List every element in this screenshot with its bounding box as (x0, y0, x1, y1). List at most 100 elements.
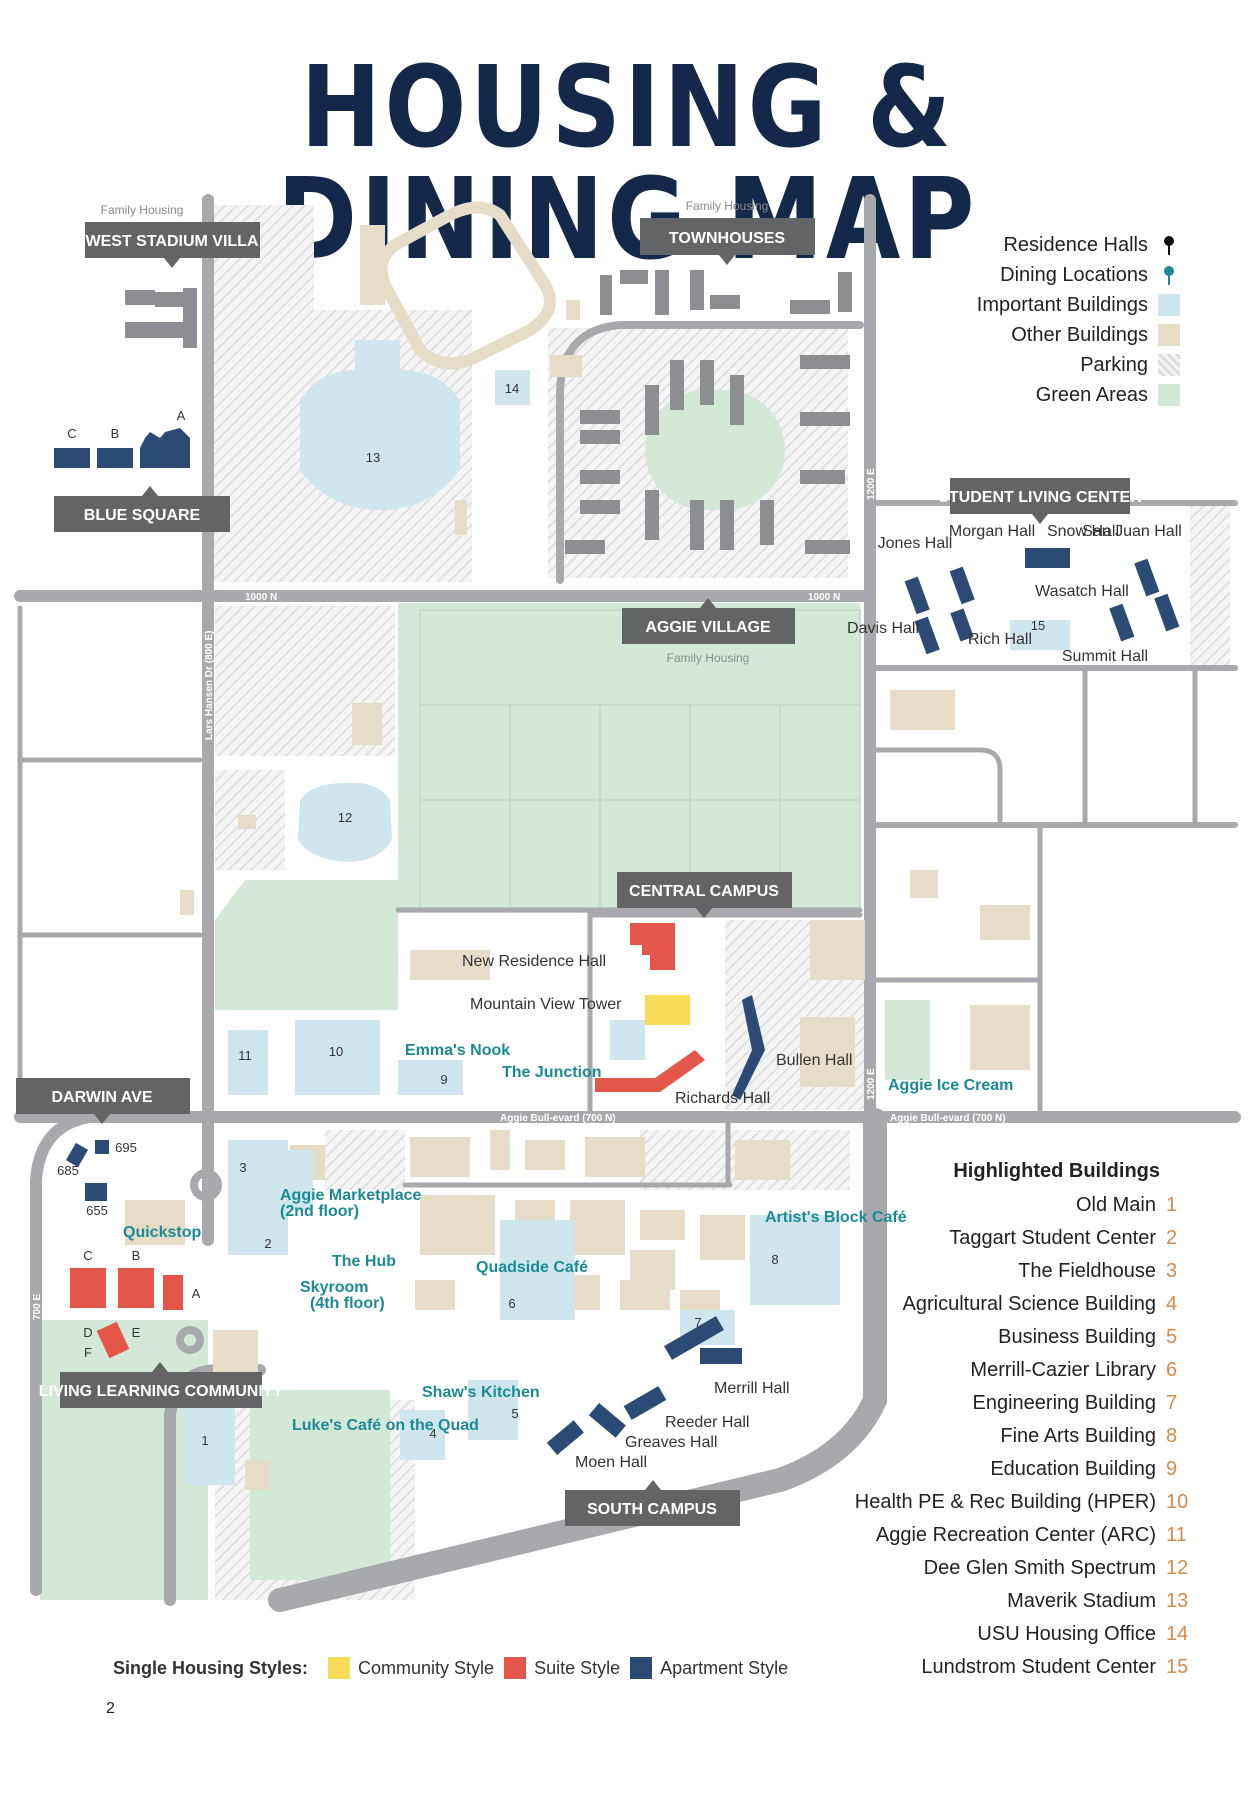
residence-hall-labels: Jones Hall Morgan Hall Snow Hall San Jua… (462, 523, 1182, 1471)
housing-style-label: Suite Style (534, 1657, 621, 1678)
color-swatch (328, 1657, 351, 1679)
family-housing-townhouses-label: Family Housing (686, 199, 769, 213)
label-skyroom-floor: (4th floor) (310, 1295, 385, 1312)
highlighted-building-number: 5 (1166, 1326, 1178, 1348)
building-number-6: 6 (508, 1296, 515, 1311)
family-housing-aggie-village-label: Family Housing (667, 651, 750, 665)
banner-label: WEST STADIUM VILLA (85, 233, 258, 250)
llc-letters: C B A D E F (83, 1248, 200, 1360)
map-pin-icon (1158, 264, 1180, 286)
building-15 (1010, 620, 1070, 650)
label-summit-hall: Summit Hall (1062, 648, 1148, 665)
housing-style-label: Community Style (358, 1657, 495, 1678)
label-quickstop: Quickstop (123, 1224, 201, 1241)
highlighted-building-number: 8 (1166, 1425, 1178, 1447)
housing-style-item: Community Style (328, 1657, 494, 1679)
highlighted-building-row: Dee Glen Smith Spectrum 12 (840, 1552, 1200, 1585)
blue-square-letter-a: A (177, 408, 186, 423)
building-9 (398, 1060, 463, 1095)
banner-student-living-center: STUDENT LIVING CENTER (938, 478, 1142, 524)
blue-square-a (140, 428, 190, 468)
label-emmas-nook: Emma's Nook (405, 1042, 510, 1059)
banner-label: BLUE SQUARE (84, 507, 201, 524)
label-davis-hall: Davis Hall (847, 620, 919, 637)
color-swatch (1158, 294, 1180, 316)
banner-aggie-village: AGGIE VILLAGE (622, 598, 795, 644)
building-11 (228, 1030, 268, 1095)
building-number-15: 15 (1031, 618, 1045, 633)
label-reeder-hall: Reeder Hall (665, 1414, 749, 1431)
highlighted-building-number: 11 (1166, 1524, 1187, 1546)
legend-item: Green Areas (930, 380, 1180, 410)
highlighted-building-name: Aggie Recreation Center (ARC) (875, 1524, 1156, 1546)
highlighted-building-number: 9 (1166, 1458, 1178, 1480)
label-the-hub: The Hub (332, 1253, 396, 1270)
label-shaws-kitchen: Shaw's Kitchen (422, 1384, 540, 1401)
track (375, 201, 556, 370)
label-bullen-hall: Bullen Hall (776, 1052, 852, 1069)
suite-style-buildings (70, 923, 705, 1359)
highlighted-building-number: 6 (1166, 1359, 1178, 1381)
map-pin-icon (1158, 234, 1180, 256)
label-mountain-view-tower: Mountain View Tower (470, 996, 622, 1013)
label-moen-hall: Moen Hall (575, 1454, 647, 1471)
highlighted-building-name: Dee Glen Smith Spectrum (923, 1557, 1156, 1579)
road-labels: 1000 N 1000 N Lars Hansen Dr (800 E) 120… (32, 468, 1006, 1320)
highlighted-building-name: Merrill-Cazier Library (970, 1359, 1156, 1381)
building-8 (750, 1215, 840, 1305)
llc-letter-c: C (83, 1248, 92, 1263)
darwin-number-695: 695 (115, 1140, 137, 1155)
building-10 (295, 1020, 380, 1095)
building-1 (185, 1395, 235, 1485)
building-number-1: 1 (201, 1433, 208, 1448)
west-stadium-villa-buildings (125, 288, 197, 348)
townhouse-buildings (600, 270, 852, 315)
highlighted-building-number: 10 (1166, 1491, 1189, 1513)
llc-letter-d: D (83, 1325, 92, 1340)
aggie-village-buildings (565, 355, 850, 554)
label-the-junction: The Junction (502, 1064, 602, 1081)
legend-item-label: Green Areas (1035, 383, 1148, 406)
llc-letter-a: A (192, 1286, 201, 1301)
green-areas (40, 390, 930, 1600)
housing-style-label: Apartment Style (660, 1657, 789, 1678)
label-artists-block-cafe: Artist's Block Café (765, 1209, 907, 1226)
highlighted-building-number: 4 (1166, 1293, 1178, 1315)
dining-labels: Emma's Nook The Junction Aggie Ice Cream… (123, 1042, 1013, 1434)
label-lukes-cafe: Luke's Café on the Quad (292, 1417, 479, 1434)
family-housing-west-label: Family Housing (101, 203, 184, 217)
banner-blue-square: BLUE SQUARE (54, 486, 230, 532)
legend-item: Other Buildings (930, 320, 1180, 350)
highlighted-building-name: Agricultural Science Building (902, 1293, 1156, 1315)
road-label-aggie-bvd-left: Aggie Bull-evard (700 N) (500, 1113, 616, 1124)
legend-item: Dining Locations (930, 260, 1180, 290)
highlighted-building-number: 12 (1166, 1557, 1189, 1579)
llc-letter-b: B (132, 1248, 141, 1263)
label-richards-hall: Richards Hall (675, 1090, 770, 1107)
richards-hall-building (595, 1050, 705, 1092)
building-number-13: 13 (366, 450, 380, 465)
label-quadside-cafe: Quadside Café (476, 1259, 588, 1276)
highlighted-building-name: Old Main (1075, 1194, 1156, 1216)
label-snow-hall: Snow Hall (1047, 523, 1119, 540)
color-swatch (1158, 384, 1180, 406)
banner-living-learning-community: LIVING LEARNING COMMUNITY (39, 1362, 284, 1408)
building-number-11: 11 (238, 1048, 252, 1063)
highlighted-building-name: Health PE & Rec Building (HPER) (854, 1491, 1156, 1513)
banner-label: TOWNHOUSES (669, 230, 785, 247)
highlighted-building-name: Fine Arts Building (1000, 1425, 1156, 1447)
legend-item: Parking (930, 350, 1180, 380)
legend-item-label: Important Buildings (976, 293, 1148, 316)
highlighted-building-number: 13 (1166, 1590, 1189, 1612)
label-greaves-hall: Greaves Hall (625, 1434, 717, 1451)
blue-square-c (54, 448, 90, 468)
building-number-8: 8 (771, 1252, 778, 1267)
highlighted-building-number: 3 (1166, 1260, 1178, 1282)
color-swatch (1158, 324, 1180, 346)
